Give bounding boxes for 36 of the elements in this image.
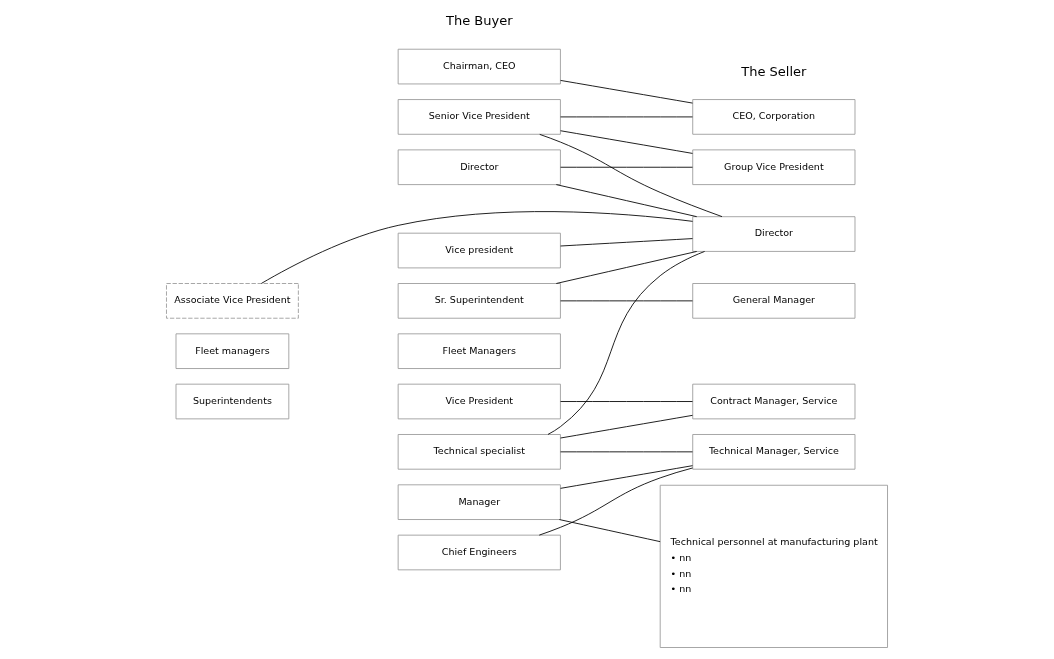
node-box: General Manager xyxy=(692,283,856,319)
node-box: Director xyxy=(397,149,561,186)
node-box: Manager xyxy=(397,484,561,520)
connector xyxy=(555,184,698,218)
node-box: Contract Manager, Service xyxy=(692,383,856,420)
node-box: Technical personnel at manufacturing plant • nn • nn • nn xyxy=(659,484,888,648)
node-box: Vice President xyxy=(397,383,561,420)
node-box: Vice president xyxy=(397,232,561,269)
node-box: CEO, Corporation xyxy=(692,99,856,135)
node-box: Senior Vice President xyxy=(397,99,561,135)
node-box: Chief Engineers xyxy=(397,534,561,571)
node-box: Technical Manager, Service xyxy=(692,434,856,470)
connector xyxy=(560,401,693,402)
connector xyxy=(560,79,693,104)
node-box: Sr. Superintendent xyxy=(397,283,561,319)
label: The Seller xyxy=(741,63,807,79)
node-box: Group Vice President xyxy=(692,149,856,186)
connector xyxy=(539,133,723,218)
connector xyxy=(547,251,706,435)
connector xyxy=(560,300,693,302)
node-box: Chairman, CEO xyxy=(397,48,561,85)
connector xyxy=(560,414,693,439)
node-box: Associate Vice President xyxy=(166,283,299,319)
node-box: Director xyxy=(692,216,856,252)
node-box: Technical specialist xyxy=(397,434,561,470)
connector xyxy=(558,519,661,543)
node-box: Superintendents xyxy=(175,383,290,420)
connector xyxy=(560,238,693,247)
connector xyxy=(560,130,693,154)
connector xyxy=(261,211,694,284)
connector xyxy=(560,465,693,489)
node-box: Fleet managers xyxy=(175,333,290,369)
node-box: Fleet Managers xyxy=(397,333,561,369)
connector xyxy=(560,166,693,168)
label: The Buyer xyxy=(446,13,513,29)
connector xyxy=(555,251,698,284)
